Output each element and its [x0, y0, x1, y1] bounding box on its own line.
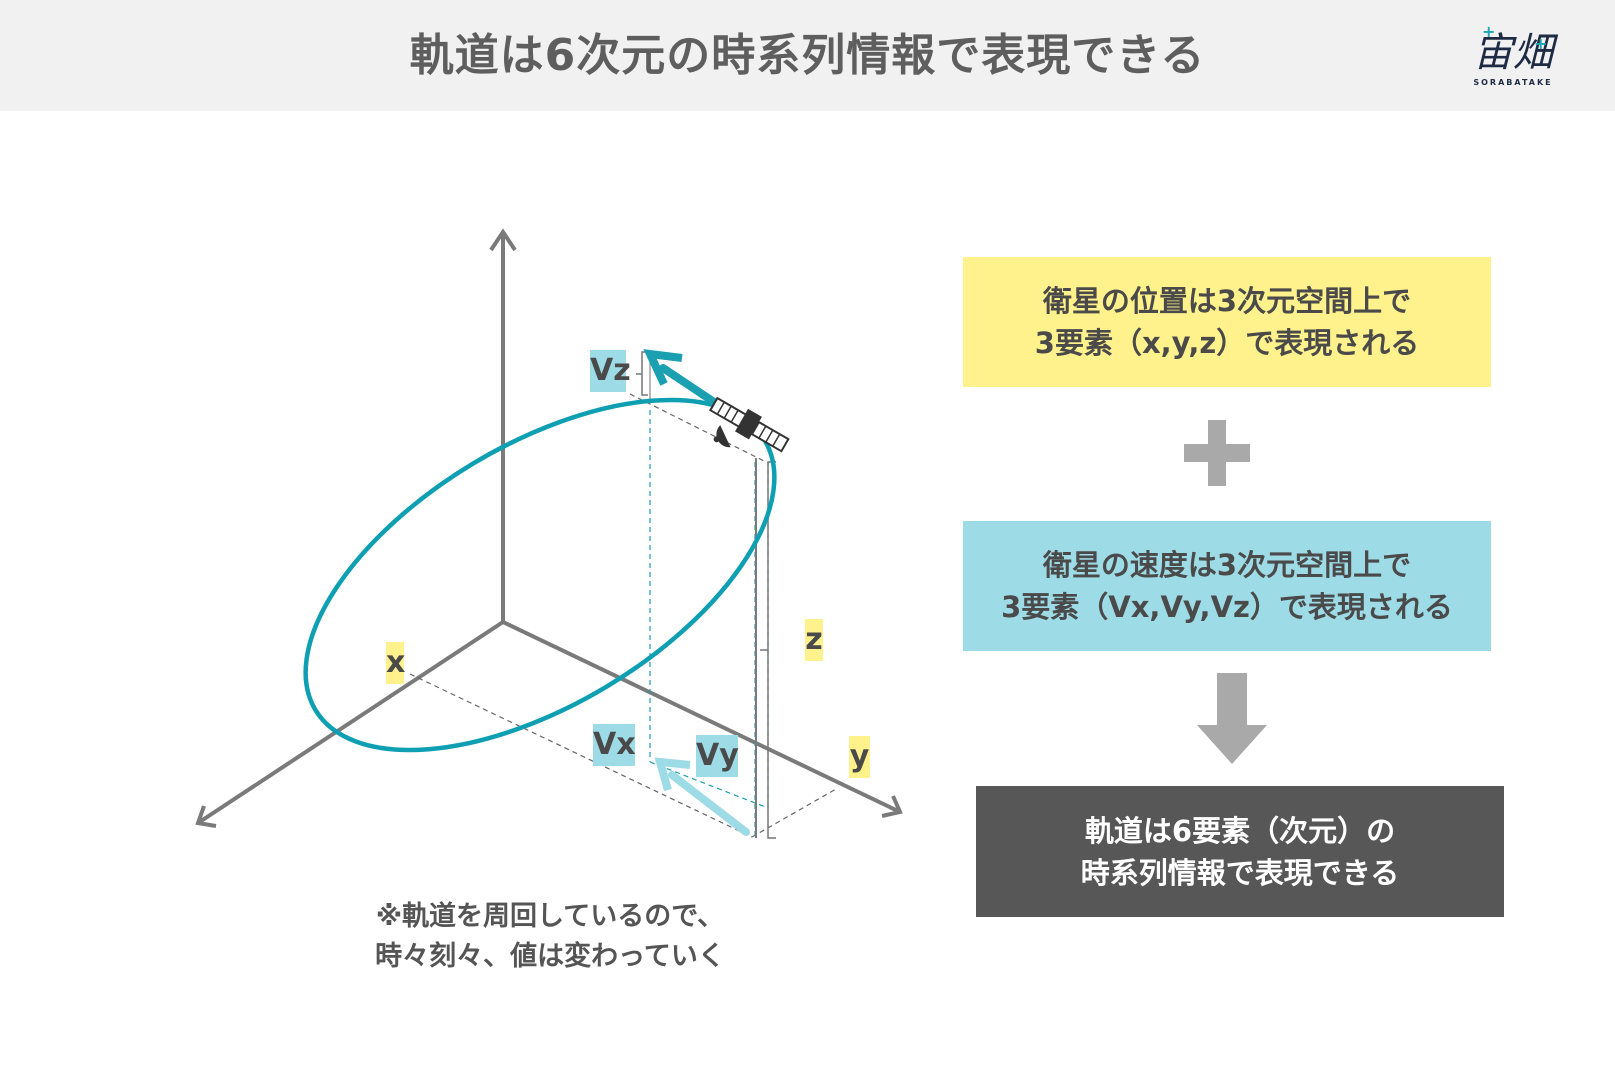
z-axis-arrowhead — [489, 228, 517, 252]
logo-star-icon: + — [1482, 22, 1496, 41]
orbit-line-1: 軌道は6要素（次元）の — [1084, 813, 1396, 848]
vz-arrowhead — [643, 349, 683, 386]
note-line-1: ※軌道を周回しているので、 — [375, 901, 725, 932]
position-box: 衛星の位置は3次元空間上で 3要素（x,y,z）で表現される — [963, 257, 1491, 387]
velocity-line-2: 3要素（Vx,Vy,Vz）で表現される — [1001, 590, 1453, 624]
plus-icon — [1208, 420, 1226, 486]
position-line-2: 3要素（x,y,z）で表現される — [1034, 326, 1420, 360]
vy-arrowhead — [654, 757, 691, 792]
x-axis-arrowhead — [195, 805, 217, 828]
logo-main-text: 宙畑 — [1473, 30, 1553, 76]
y-axis-arrowhead — [881, 795, 903, 818]
position-line-1: 衛星の位置は3次元空間上で — [1042, 284, 1412, 318]
logo-star-icon: + — [1534, 34, 1548, 53]
velocity-line-1: 衛星の速度は3次元空間上で — [1042, 548, 1412, 582]
coordinate-axes — [195, 228, 903, 828]
y-label: y — [849, 736, 870, 778]
projection-lines — [409, 393, 837, 838]
z-label: z — [805, 619, 823, 661]
satellite-icon — [708, 396, 790, 453]
orbit-line-2: 時系列情報で表現できる — [1080, 855, 1400, 890]
vx-label: Vx — [593, 724, 636, 766]
sorabatake-logo: 宙畑 SORABATAKE + + — [1458, 22, 1568, 90]
vz-bracket — [636, 351, 648, 396]
logo-sub-text: SORABATAKE — [1473, 78, 1553, 87]
x-label: x — [386, 642, 405, 684]
diagram-note: ※軌道を周回しているので、 時々刻々、値は変わっていく — [310, 897, 790, 977]
down-arrow-icon — [1197, 673, 1267, 764]
orbit-box: 軌道は6要素（次元）の 時系列情報で表現できる — [976, 786, 1504, 917]
orbit-ellipse — [303, 397, 777, 753]
vy-label: Vy — [696, 735, 739, 777]
y-axis — [502, 620, 901, 814]
vy-arrow — [668, 771, 750, 836]
header-bar: 軌道は6次元の時系列情報で表現できる 宙畑 SORABATAKE + + — [0, 0, 1615, 111]
page-title: 軌道は6次元の時系列情報で表現できる — [409, 30, 1206, 81]
note-line-2: 時々刻々、値は変わっていく — [375, 941, 725, 972]
velocity-box: 衛星の速度は3次元空間上で 3要素（Vx,Vy,Vz）で表現される — [963, 521, 1491, 651]
vz-label: Vz — [590, 350, 631, 392]
orbit-diagram — [195, 228, 903, 839]
x-axis — [196, 620, 505, 825]
